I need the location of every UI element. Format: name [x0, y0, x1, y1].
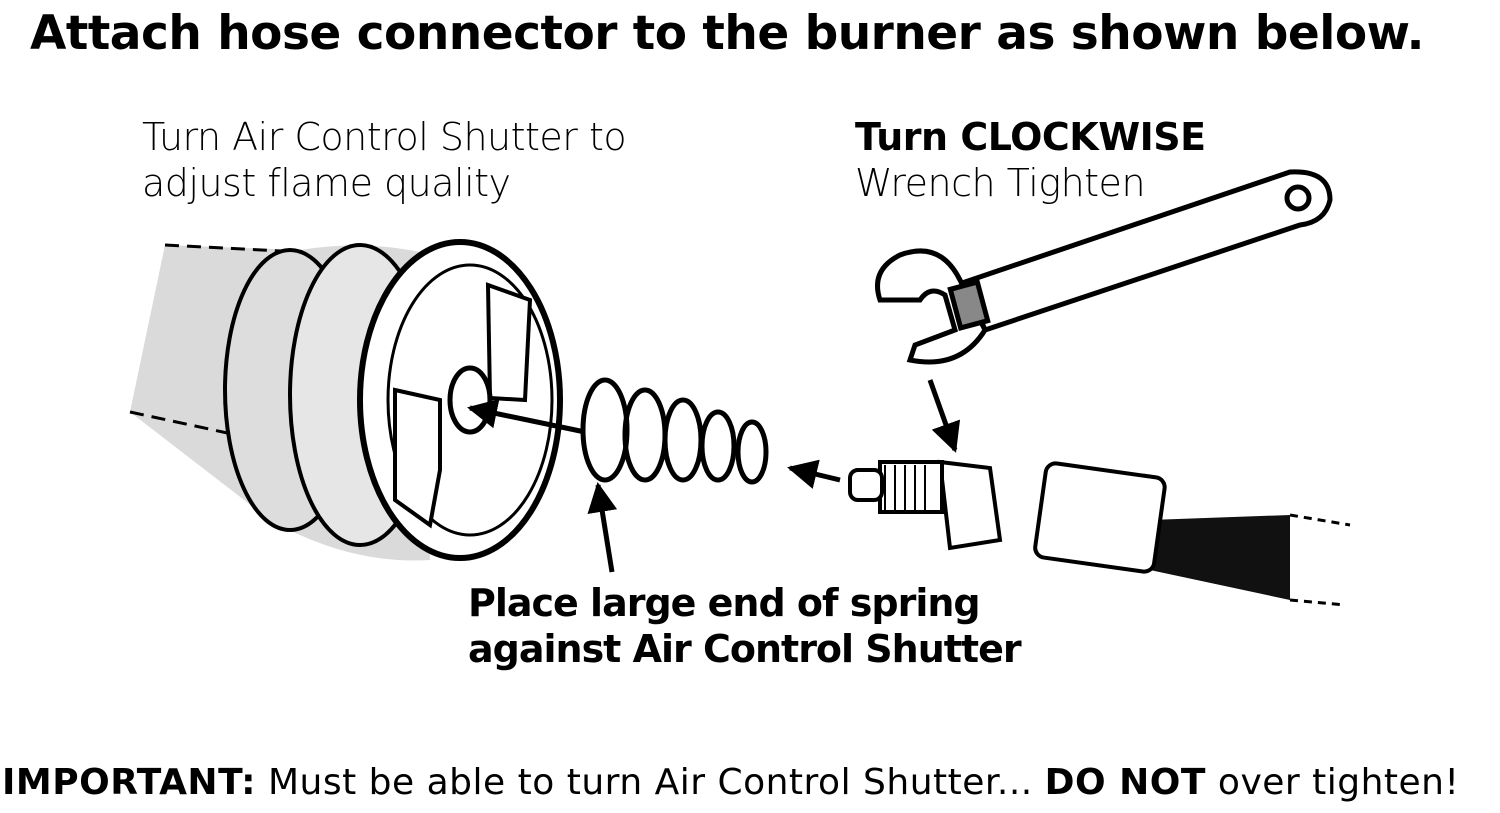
- spring: [580, 377, 769, 485]
- shutter-label-line1: Turn Air Control Shutter to: [142, 115, 627, 159]
- wrench: [875, 169, 1333, 365]
- shutter-label-line2: adjust flame quality: [142, 161, 511, 205]
- wrench-label: Turn CLOCKWISE Wrench Tighten: [855, 114, 1206, 206]
- arrow-wrench-to-nut: [927, 379, 961, 453]
- arrow-to-shutter: [467, 398, 586, 435]
- spring-label: Place large end of spring against Air Co…: [468, 580, 1022, 672]
- important-prefix: IMPORTANT:: [2, 762, 257, 803]
- arrow-label-to-spring: [587, 482, 618, 573]
- wrench-label-line1: Turn CLOCKWISE: [855, 115, 1206, 159]
- wrench-label-line2: Wrench Tighten: [855, 161, 1146, 205]
- arrow-to-spring: [787, 459, 841, 489]
- important-suffix: over tighten!: [1205, 762, 1460, 803]
- spring-label-line1: Place large end of spring: [468, 581, 981, 625]
- important-note: IMPORTANT: Must be able to turn Air Cont…: [2, 762, 1459, 803]
- important-middle: Must be able to turn Air Control Shutter…: [256, 762, 1045, 803]
- hose-connector: [848, 459, 1351, 607]
- title: Attach hose connector to the burner as s…: [30, 6, 1424, 61]
- spring-label-line2: against Air Control Shutter: [468, 627, 1022, 671]
- shutter-label: Turn Air Control Shutter to adjust flame…: [142, 114, 627, 206]
- important-emphasis: DO NOT: [1044, 762, 1206, 803]
- air-control-shutter: [357, 239, 563, 561]
